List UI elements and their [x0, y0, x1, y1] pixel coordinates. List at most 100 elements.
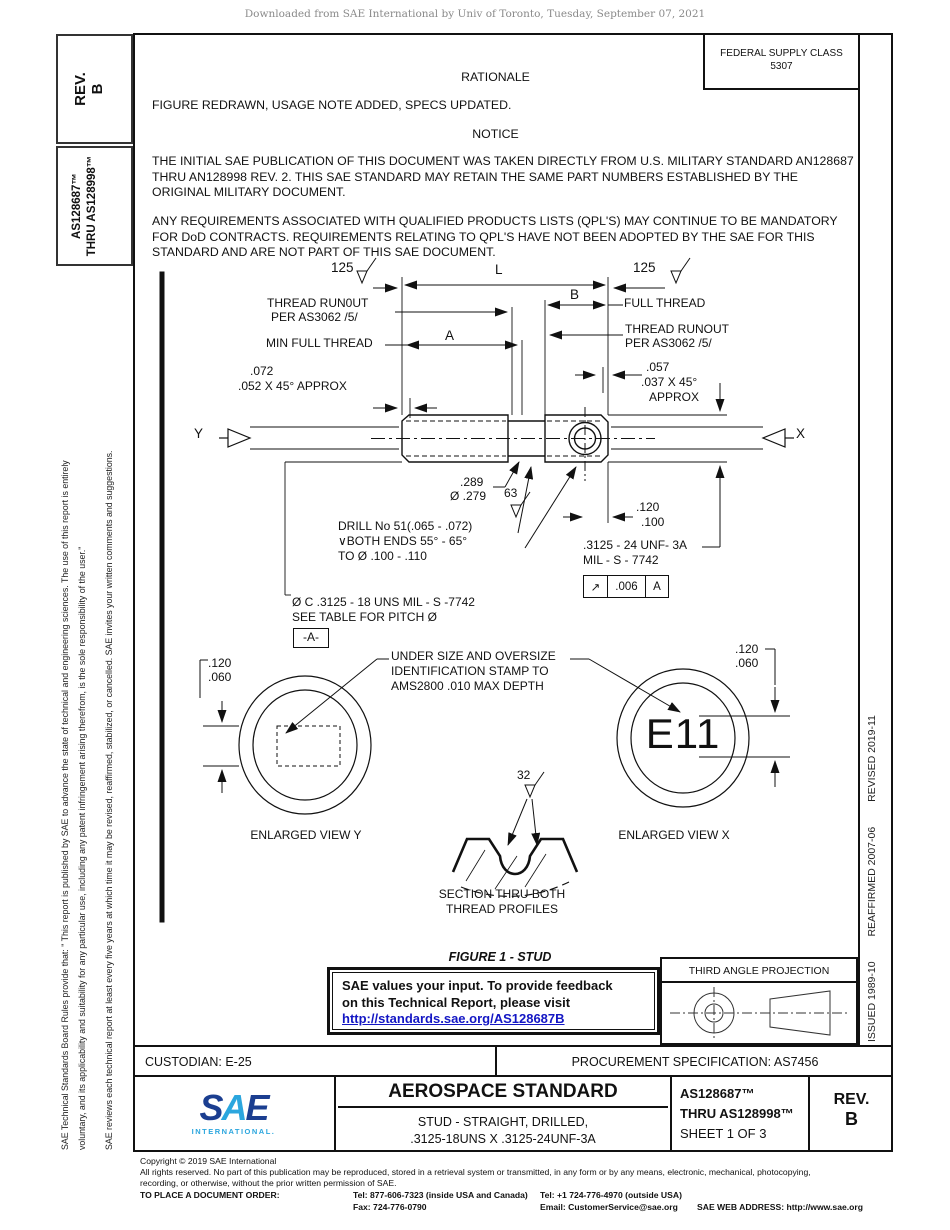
- rights-line: recording, or otherwise, without the pri…: [140, 1178, 397, 1188]
- sae-logo-text: SAE: [199, 1090, 269, 1126]
- disclaimer-line: SAE Technical Standards Board Rules prov…: [60, 460, 70, 1150]
- view-y-arrow-icon: [227, 428, 252, 448]
- thread-runout-left-note: PER AS3062 /5/: [271, 310, 358, 324]
- logo-letter: S: [199, 1087, 223, 1128]
- third-angle-projection-box: THIRD ANGLE PROJECTION: [660, 957, 858, 1045]
- rev-label: REV.: [72, 72, 89, 106]
- chamfer-right-dim: .037 X 45°: [641, 375, 698, 389]
- section-caption: THREAD PROFILES: [445, 902, 559, 916]
- order-label: TO PLACE A DOCUMENT ORDER:: [140, 1190, 280, 1200]
- fsc-code: 5307: [770, 61, 793, 72]
- chamfer-left-dim: .052 X 45° APPROX: [238, 379, 347, 393]
- surface-finish-icons: [356, 257, 691, 799]
- full-thread-note: FULL THREAD: [624, 296, 706, 310]
- document-title-line: STUD - STRAIGHT, DRILLED,: [417, 1115, 589, 1129]
- thread-spec-left: SEE TABLE FOR PITCH Ø: [292, 610, 437, 624]
- hole-location-dim: .100: [641, 515, 665, 529]
- feedback-link[interactable]: http://standards.sae.org/AS128687B: [342, 1011, 565, 1026]
- right-strip-divider: [858, 33, 860, 1045]
- section-caption: SECTION THRU BOTH: [438, 887, 566, 901]
- thread-spec-right: .3125 - 24 UNF- 3A: [583, 538, 688, 552]
- rationale-text: FIGURE REDRAWN, USAGE NOTE ADDED, SPECS …: [152, 98, 512, 112]
- email-address: Email: CustomerService@sae.org: [540, 1202, 678, 1212]
- fsc-title: FEDERAL SUPPLY CLASS: [720, 48, 843, 59]
- pitch-dia-dim: .289: [460, 475, 484, 489]
- disclaimer-line: voluntary, and its applicability and sui…: [77, 546, 87, 1150]
- circular-runout-icon: ↗: [584, 576, 608, 597]
- view-direction-arrows: [219, 428, 794, 448]
- chamfer-left-dim: .072: [250, 364, 274, 378]
- issued-date: ISSUED 1989-10: [866, 961, 878, 1042]
- surface-finish-value: 32: [517, 768, 531, 782]
- drawing-frame-border: [133, 33, 893, 1152]
- title-block: SAE INTERNATIONAL. AEROSPACE STANDARD ST…: [133, 1077, 893, 1150]
- third-angle-projection-icon: [670, 987, 848, 1039]
- rationale-heading: RATIONALE: [461, 70, 530, 84]
- revision-change-bar: [159, 271, 165, 923]
- enlarged-view-y-drawing: [203, 675, 372, 815]
- revision-cell: REV. B: [810, 1077, 893, 1150]
- surface-finish-icon: [510, 504, 522, 519]
- feedback-box-inner: SAE values your input. To provide feedba…: [332, 972, 655, 1030]
- feedback-box: SAE values your input. To provide feedba…: [327, 967, 660, 1035]
- sae-logo: SAE INTERNATIONAL.: [133, 1077, 336, 1150]
- procurement-cell: PROCUREMENT SPECIFICATION: AS7456: [571, 1055, 819, 1069]
- drilled-hole-icon: [568, 421, 602, 456]
- tel-outside: Tel: +1 724-776-4970 (outside USA): [540, 1190, 682, 1200]
- thread-runout-left-note: THREAD RUN0UT: [267, 296, 369, 310]
- identification-stamp-mark: E11: [645, 710, 721, 757]
- surface-finish-icon: [670, 270, 682, 285]
- dimension-lines: [199, 280, 780, 793]
- logo-letter: E: [245, 1087, 270, 1128]
- dim-a-label: A: [445, 328, 455, 343]
- view-y-label: Y: [194, 426, 204, 441]
- document-number: THRU AS128998™: [680, 1106, 794, 1121]
- doc-number-thru: THRU AS128998™: [86, 155, 98, 257]
- drill-note: TO Ø .100 - .110: [338, 549, 427, 563]
- download-banner: Downloaded from SAE International by Uni…: [244, 8, 706, 20]
- chamfer-right-dim: APPROX: [649, 390, 700, 404]
- fcf-datum-ref: A: [653, 580, 661, 593]
- stamp-note: UNDER SIZE AND OVERSIZE: [391, 649, 556, 663]
- stamp-band-dim-left: .120: [208, 656, 232, 670]
- centerline: [371, 407, 655, 481]
- feedback-text: SAE values your input. To provide feedba…: [342, 978, 613, 993]
- doc-number-from: AS128687™: [71, 173, 83, 239]
- document-number-cell: AS128687™ THRU AS128998™ SHEET 1 OF 3: [672, 1077, 810, 1150]
- rev-box-label: REV. B: [72, 39, 106, 139]
- enlarged-view-y-caption: ENLARGED VIEW Y: [250, 828, 362, 842]
- tel-inside: Tel: 877-606-7323 (inside USA and Canada…: [353, 1190, 528, 1200]
- drill-note: DRILL No 51(.065 - .072): [338, 519, 473, 533]
- drill-note: ∨BOTH ENDS 55° - 65°: [338, 534, 468, 548]
- thread-spec-left: Ø C .3125 - 18 UNS MIL - S -7742: [292, 595, 475, 609]
- notice-paragraph-1: THE INITIAL SAE PUBLICATION OF THIS DOCU…: [152, 154, 854, 199]
- rev-box: [56, 34, 133, 144]
- pitch-dia-dim: Ø .279: [450, 489, 487, 503]
- sidebar-disclaimer-1: SAE Technical Standards Board Rules prov…: [57, 270, 91, 1150]
- document-number: AS128687™: [680, 1086, 755, 1101]
- thread-runout-right-note: THREAD RUNOUT: [625, 322, 729, 336]
- rights-line: All rights reserved. No part of this pub…: [140, 1167, 811, 1177]
- surface-finish-icon: [356, 270, 368, 285]
- sheet-number: SHEET 1 OF 3: [680, 1126, 767, 1141]
- extension-lines: [250, 277, 763, 596]
- stud-figure-drawing: [159, 257, 794, 923]
- figure-caption: FIGURE 1 - STUD: [448, 950, 552, 964]
- stamp-band-dim-right: .060: [735, 656, 759, 670]
- thread-runout-right-note: PER AS3062 /5/: [625, 336, 712, 350]
- surface-finish-value: 125: [633, 260, 656, 275]
- doc-range-label: AS128687™ THRU AS128998™: [70, 151, 100, 261]
- thread-profile-drawing: [451, 837, 579, 897]
- view-x-label: X: [796, 426, 806, 441]
- datum-a-symbol: -A-: [293, 628, 329, 648]
- sae-logo-subtext: INTERNATIONAL.: [191, 1127, 276, 1136]
- fcf-tolerance: .006: [608, 576, 646, 597]
- enlarged-view-x-drawing: [616, 668, 790, 808]
- document-type: AEROSPACE STANDARD: [338, 1077, 668, 1108]
- dim-b-label: B: [570, 287, 580, 302]
- federal-supply-class-box: FEDERAL SUPPLY CLASS 5307: [703, 35, 858, 90]
- custodian-row: CUSTODIAN: E-25 PROCUREMENT SPECIFICATIO…: [133, 1045, 893, 1077]
- rev-value: B: [89, 83, 106, 95]
- thread-spec-right: MIL - S - 7742: [583, 553, 659, 567]
